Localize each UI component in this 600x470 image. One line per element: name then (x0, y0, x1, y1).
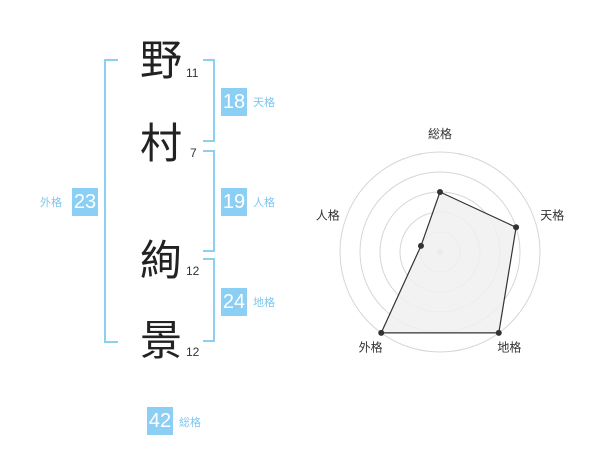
jinkaku-label: 人格 (253, 196, 275, 209)
stroke-count-4: 12 (186, 345, 200, 359)
radar-point-0 (437, 189, 443, 195)
tenkaku-value-badge: 18 (221, 88, 247, 116)
tenkaku-bracket (203, 59, 215, 142)
jinkaku-bracket (203, 150, 215, 252)
chikaku-bracket (203, 258, 215, 342)
radar-axis-label-2: 地格 (497, 340, 521, 355)
radar-point-3 (378, 329, 385, 336)
stroke-count-1: 11 (186, 66, 199, 80)
jinkaku-value-badge: 19 (221, 188, 247, 216)
name-char-2: 村 (140, 119, 183, 168)
gaikaku-value-badge: 23 (72, 188, 98, 216)
chikaku-label: 地格 (253, 296, 275, 309)
name-char-3: 絢 (140, 236, 183, 285)
name-char-4: 景 (140, 316, 183, 365)
radar-axis-label-0: 総格 (428, 126, 452, 141)
gaikaku-bracket (104, 59, 118, 343)
stroke-count-3: 12 (186, 264, 200, 278)
radar-axis-label-4: 人格 (316, 208, 340, 223)
radar-ring-5 (339, 151, 541, 353)
radar-point-2 (495, 329, 502, 336)
radar-point-1 (513, 224, 520, 231)
soukaku-label: 総格 (179, 416, 201, 429)
name-char-1: 野 (140, 36, 183, 85)
chikaku-value-badge: 24 (221, 288, 247, 316)
radar-axis-label-1: 天格 (540, 208, 564, 223)
radar-axis-label-3: 外格 (359, 340, 383, 355)
soukaku-value-badge: 42 (147, 407, 173, 435)
radar-point-4 (417, 242, 424, 249)
stroke-count-2: 7 (190, 146, 197, 160)
gaikaku-label: 外格 (40, 196, 62, 209)
tenkaku-label: 天格 (253, 96, 275, 109)
radar-series-polygon (380, 191, 517, 334)
